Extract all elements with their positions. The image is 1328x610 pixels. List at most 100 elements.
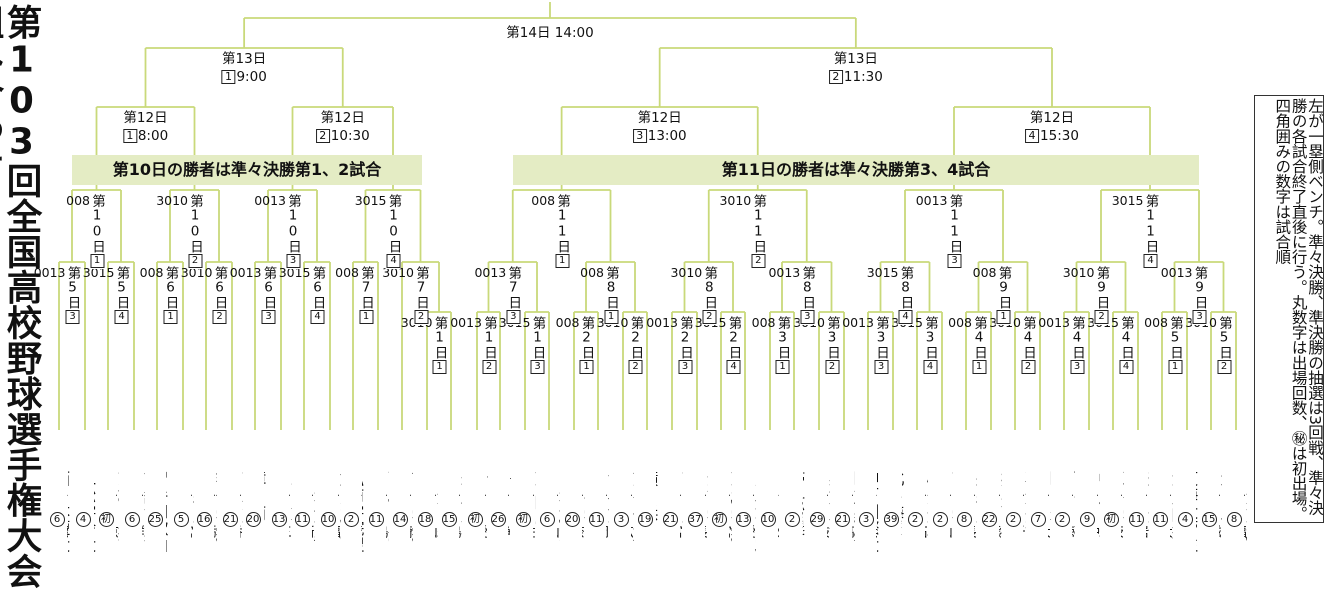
team-school: 京都国際 <box>118 470 119 568</box>
appearance-count-badge: 初 <box>515 512 531 527</box>
appearance-count-badge: 9 <box>1079 512 1095 527</box>
team-school: 神戸国際大付 <box>877 470 879 568</box>
team-school: 弘前学院聖愛 <box>362 470 364 568</box>
team-school: 愛工大名電 <box>755 470 756 568</box>
team-school: 日大東北 <box>1246 470 1247 568</box>
team-entry: 米子東(鳥取)15 <box>440 430 462 608</box>
team-entry: 帯広農(北北海道)2 <box>783 430 805 608</box>
team-school: 高松商 <box>242 470 243 568</box>
team-entry: 北海(南北海道)39 <box>882 430 904 608</box>
team-prefecture: (愛知) <box>753 492 755 550</box>
appearance-count-badge: 10 <box>760 512 776 527</box>
legend-note: 左が一塁側ベンチ。準々決勝、準決勝の抽選は3回戦、準々決勝の各試合終了直後に行う… <box>1273 98 1324 521</box>
team-school: 石見智翠館 <box>388 470 389 568</box>
round1-match-label: 第2日21030 <box>597 316 644 375</box>
appearance-count-badge: 4 <box>1177 512 1193 527</box>
appearance-count-badge: 2 <box>343 512 359 527</box>
team-school: 作新学院 <box>216 470 217 568</box>
team-prefecture: (山梨) <box>557 492 559 550</box>
team-prefecture: (福井) <box>338 492 340 550</box>
team-prefecture: (青森) <box>361 492 362 550</box>
team-prefecture: (富山) <box>680 492 682 550</box>
appearance-count-badge: 19 <box>637 512 653 527</box>
appearance-count-badge: 4 <box>75 512 91 527</box>
appearance-count-badge: 8 <box>956 512 972 527</box>
team-entry: 長崎商(長崎)8 <box>955 430 977 608</box>
round1-match-label: 第4日41530 <box>1087 316 1134 375</box>
team-entry: 日本文理(新潟)11 <box>293 430 315 608</box>
round1-match-label: 第2日41530 <box>695 316 742 375</box>
round1-match-label: 第1日31530 <box>499 316 546 375</box>
team-prefecture: (奈良) <box>582 492 584 550</box>
appearance-count-badge: 10 <box>320 512 336 527</box>
team-entry: 小松大谷(石川)2 <box>906 430 928 608</box>
team-school: 北海 <box>902 470 904 568</box>
team-prefecture: (秋田) <box>778 492 779 550</box>
team-school: 松商学園 <box>707 470 708 568</box>
round1-match-label: 第3日21030 <box>793 316 840 375</box>
team-school: 東明館 <box>535 470 536 568</box>
team-prefecture: (山形) <box>435 492 437 550</box>
team-school: 専大松戸 <box>1025 470 1026 568</box>
team-school: 熊本工 <box>1001 470 1002 568</box>
final-label: 第14日 14:00 <box>506 24 594 42</box>
appearance-count-badge: 14 <box>392 512 408 527</box>
appearance-count-badge: 2 <box>907 512 923 527</box>
team-entry: 東海大菅生(西東京)4 <box>1176 430 1198 608</box>
team-entry: 盛岡大付(岩手)11 <box>1127 430 1149 608</box>
team-school: 県岐阜商 <box>829 470 830 568</box>
team-prefecture: (栃木) <box>214 492 216 550</box>
team-entry: 明徳義塾(高知)21 <box>833 430 855 608</box>
appearance-count-badge: 11 <box>588 512 604 527</box>
appearance-count-badge: 初 <box>711 512 727 527</box>
team-school: 前橋育英 <box>144 470 145 568</box>
appearance-count-badge: 8 <box>1226 512 1242 527</box>
team-prefecture: (香川) <box>240 492 242 550</box>
team-entry: 広島新庄(広島)3 <box>612 430 634 608</box>
team-entry: 沖縄尚学(沖縄)9 <box>1078 430 1100 608</box>
team-school: 西日本短大付 <box>68 470 70 568</box>
appearance-count-badge: 11 <box>294 512 310 527</box>
team-entry: 県岐阜商(岐阜)29 <box>808 430 830 608</box>
round1-match-label: 第1日11030 <box>401 316 448 375</box>
appearance-count-badge: 22 <box>981 512 997 527</box>
team-school: 日本文理 <box>314 470 315 568</box>
team-entry: 智弁学園(奈良)20 <box>563 430 585 608</box>
appearance-count-badge: 37 <box>687 512 703 527</box>
appearance-count-badge: 16 <box>196 512 212 527</box>
team-prefecture: (島根) <box>386 492 388 550</box>
team-prefecture: (長崎) <box>974 492 976 550</box>
team-school: 宮崎商 <box>193 470 194 568</box>
team-prefecture: (高知) <box>852 492 854 550</box>
team-entry: 日大東北(福島)8 <box>1225 430 1247 608</box>
team-entry: 高松商(香川)21 <box>221 430 243 608</box>
team-entry: 智弁和歌山(和歌山)25 <box>146 430 168 608</box>
team-prefecture: (滋賀) <box>1219 492 1221 550</box>
team-entry: 二松学舎大付(東東京)4 <box>74 430 96 608</box>
team-prefecture: (和歌山) <box>165 492 166 550</box>
appearance-count-badge: 6 <box>49 512 65 527</box>
team-prefecture: (沖縄) <box>1097 492 1099 550</box>
appearance-count-badge: 6 <box>124 512 140 527</box>
team-prefecture: (岐阜) <box>827 492 829 550</box>
team-entry: 新田(愛媛)初 <box>466 430 488 608</box>
note-box <box>1254 95 1324 523</box>
appearance-count-badge: 25 <box>147 512 163 527</box>
team-entry: 松商学園(長野)37 <box>686 430 708 608</box>
